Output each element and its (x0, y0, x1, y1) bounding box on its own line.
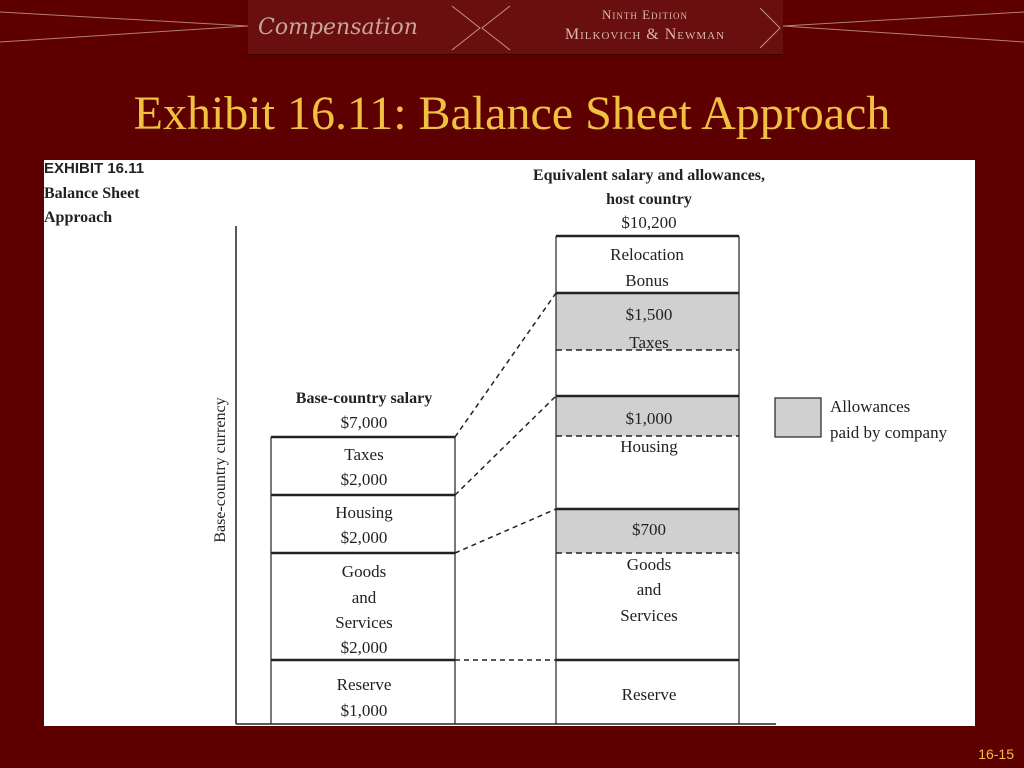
base-taxes-value: $2,000 (341, 470, 388, 489)
host-relocation-label-1: Relocation (610, 245, 684, 264)
connector-lines (454, 292, 557, 661)
host-housing-value: $1,000 (626, 409, 673, 428)
base-goods-label-1: Goods (342, 562, 386, 581)
base-reserve-label: Reserve (337, 675, 392, 694)
base-housing-label: Housing (335, 503, 393, 522)
legend-swatch (774, 397, 822, 438)
base-goods-label-2: and (352, 588, 377, 607)
y-axis-label: Base-country currency (212, 397, 229, 542)
host-goods-label-3: Services (620, 606, 678, 625)
host-housing-label: Housing (620, 437, 678, 456)
slide-number: 16-15 (978, 746, 1014, 762)
base-column (270, 435, 456, 724)
host-reserve-label: Reserve (622, 685, 677, 704)
base-total: $7,000 (341, 413, 388, 432)
balance-sheet-diagram: Base-country currency (212, 167, 948, 725)
host-heading-line2: host country (606, 191, 692, 208)
legend-line2: paid by company (830, 423, 948, 442)
exhibit-panel: EXHIBIT 16.11 Balance Sheet Approach Bas… (44, 160, 975, 726)
base-goods-value: $2,000 (341, 638, 388, 657)
slide-title: Exhibit 16.11: Balance Sheet Approach (133, 87, 891, 140)
host-goods-label-1: Goods (627, 555, 671, 574)
exhibit-caption: Balance Sheet Approach (44, 185, 140, 226)
edition-label: Ninth Edition (601, 7, 689, 22)
allowance-goods-shade (556, 509, 739, 553)
authors-label: Milkovich & Newman (564, 26, 726, 43)
host-taxes-label: Taxes (629, 333, 668, 352)
base-housing-value: $2,000 (341, 528, 388, 547)
base-reserve-value: $1,000 (341, 701, 388, 720)
banner-ornament (0, 11, 1024, 43)
header-banner: Compensation Ninth Edition Milkovich & N… (0, 0, 1024, 56)
allowance-taxes-shade (556, 293, 739, 350)
allowance-housing-shade (556, 396, 739, 436)
exhibit-number: EXHIBIT 16.11 (44, 160, 145, 177)
brand-logo: Compensation (258, 15, 418, 40)
base-goods-label-3: Services (335, 613, 393, 632)
base-taxes-label: Taxes (344, 445, 383, 464)
base-heading: Base-country salary (296, 390, 432, 407)
banner-diamond-icon (451, 5, 781, 51)
legend-line1: Allowances (830, 397, 910, 416)
host-heading-line1: Equivalent salary and allowances, (533, 167, 765, 184)
host-total: $10,200 (621, 213, 676, 232)
host-taxes-value: $1,500 (626, 305, 673, 324)
banner-center (248, 0, 783, 55)
host-relocation-label-2: Bonus (625, 271, 668, 290)
host-column (555, 234, 740, 724)
host-goods-label-2: and (637, 580, 662, 599)
host-goods-value: $700 (632, 520, 666, 539)
